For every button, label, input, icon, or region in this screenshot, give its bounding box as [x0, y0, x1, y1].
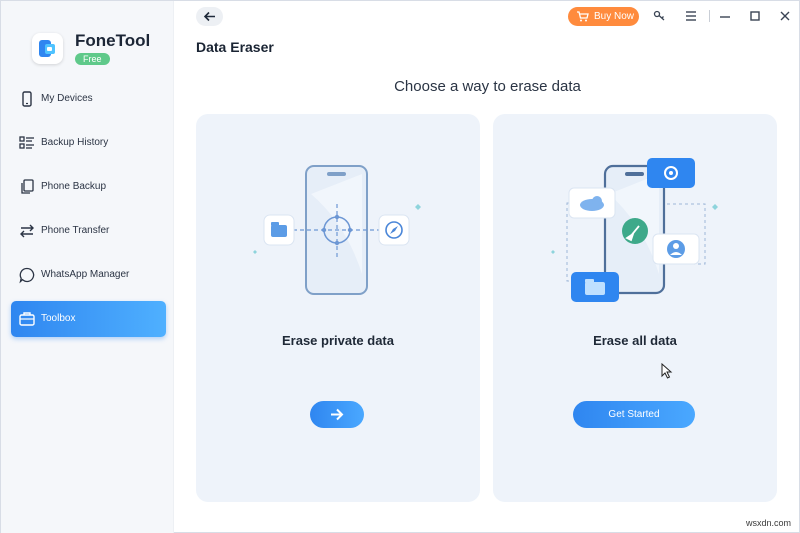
app-name: FoneTool	[75, 31, 151, 50]
erase-all-data-title: Erase all data	[593, 333, 677, 348]
sidebar-item-label: My Devices	[41, 93, 93, 104]
fonetool-logo-icon	[32, 33, 63, 64]
sidebar-item-label: WhatsApp Manager	[41, 269, 130, 280]
sidebar-item-toolbox[interactable]: Toolbox	[11, 301, 166, 337]
titlebar-divider	[709, 10, 710, 22]
watermark: wsxdn.com	[745, 518, 791, 528]
sidebar-item-phone-transfer[interactable]: Phone Transfer	[11, 213, 166, 249]
erase-private-data-title: Erase private data	[281, 333, 394, 348]
chat-bubble-icon	[19, 267, 35, 284]
buy-now-button[interactable]: Buy Now	[568, 7, 639, 26]
page-title: Data Eraser	[196, 39, 274, 55]
brand: FoneTool Free	[32, 31, 172, 71]
menu-icon[interactable]	[683, 8, 699, 24]
arrow-left-icon	[203, 11, 215, 22]
get-started-button[interactable]: Get Started	[573, 401, 695, 428]
erase-private-data-card[interactable]: Erase private data	[196, 114, 480, 502]
list-icon	[19, 136, 34, 149]
buy-now-label: Buy Now	[594, 11, 635, 22]
all-data-illustration	[551, 158, 718, 302]
maximize-icon[interactable]	[747, 8, 763, 24]
erase-all-data-card[interactable]: Erase all data Get Started	[493, 114, 777, 502]
sidebar-item-label: Toolbox	[41, 313, 76, 324]
back-button[interactable]	[196, 7, 223, 26]
erase-private-data-button[interactable]	[310, 401, 364, 428]
phone-icon	[22, 91, 32, 107]
sidebar-item-label: Backup History	[41, 137, 109, 148]
sidebar-item-my-devices[interactable]: My Devices	[11, 81, 166, 117]
cart-icon	[577, 11, 589, 22]
mouse-cursor-icon	[661, 363, 673, 379]
sidebar-item-label: Phone Transfer	[41, 225, 110, 236]
arrow-right-icon	[331, 408, 344, 421]
sidebar-item-whatsapp-manager[interactable]: WhatsApp Manager	[11, 257, 166, 293]
sidebar: FoneTool Free My Devices Backup History …	[1, 1, 174, 533]
sidebar-item-label: Phone Backup	[41, 181, 107, 192]
key-icon[interactable]	[652, 8, 668, 24]
close-icon[interactable]	[777, 8, 793, 24]
private-data-illustration	[253, 165, 421, 295]
page-subtitle: Choose a way to erase data	[394, 78, 581, 95]
sidebar-item-backup-history[interactable]: Backup History	[11, 125, 166, 161]
plan-badge: Free	[75, 53, 110, 65]
sidebar-item-phone-backup[interactable]: Phone Backup	[11, 169, 166, 205]
minimize-icon[interactable]	[717, 8, 733, 24]
transfer-arrows-icon	[20, 224, 34, 238]
copy-icon	[21, 179, 34, 194]
toolbox-icon	[19, 312, 35, 326]
